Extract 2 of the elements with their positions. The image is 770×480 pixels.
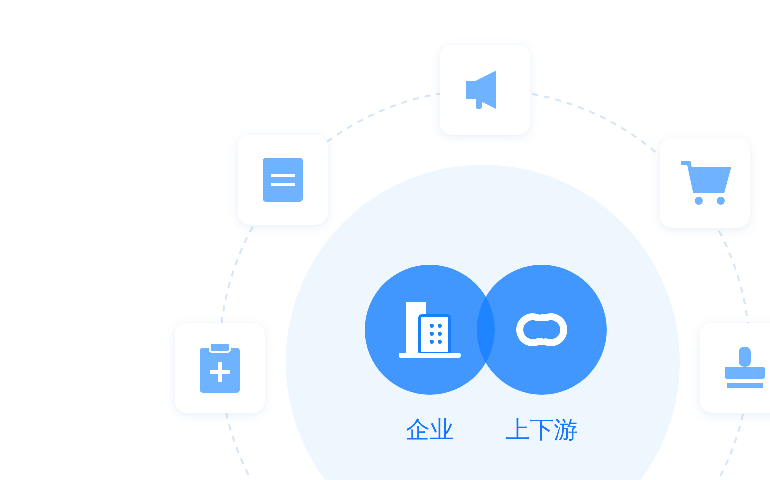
circle-label: 上下游	[505, 415, 579, 445]
circle-label: 企业	[405, 415, 455, 445]
